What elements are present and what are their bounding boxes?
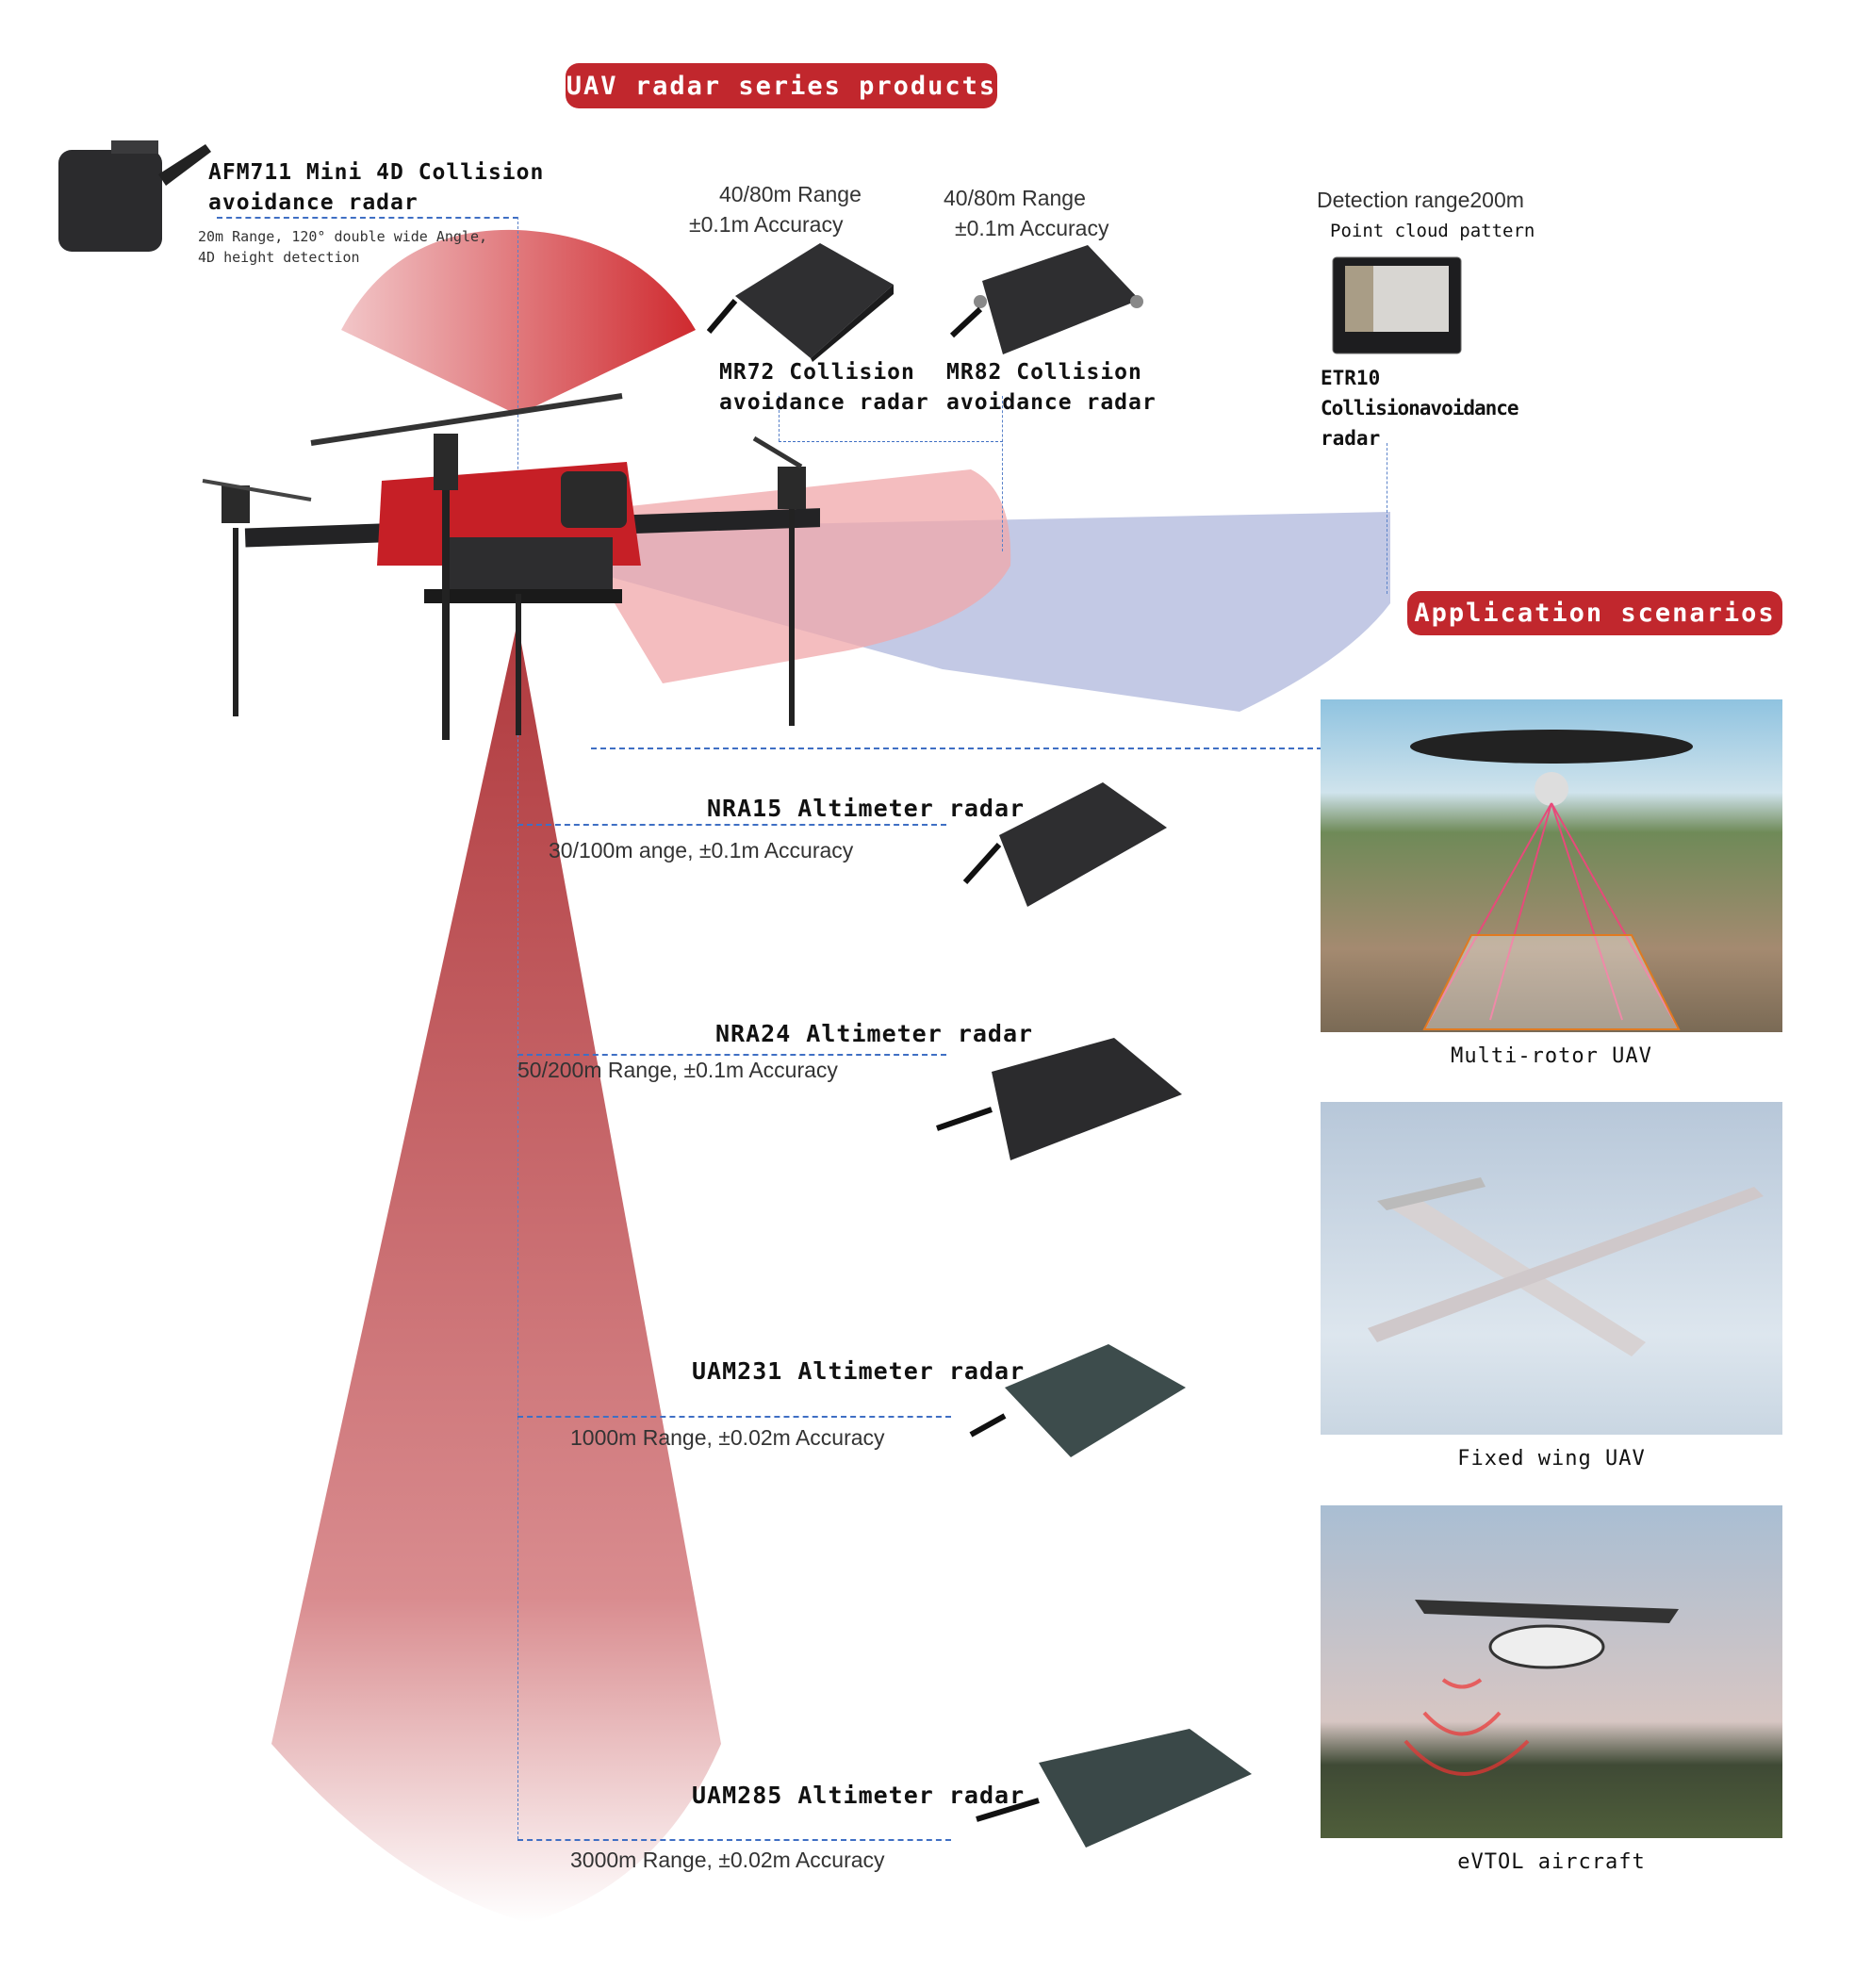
uam231-spec: 1000m Range, ±0.02m Accuracy <box>570 1425 885 1450</box>
mr82-range: 40/80m Range <box>944 186 1086 210</box>
series-title-banner: UAV radar series products <box>566 63 997 108</box>
multi-rotor-caption: Multi-rotor UAV <box>1451 1044 1652 1068</box>
uam285-spec: 3000m Range, ±0.02m Accuracy <box>570 1848 885 1872</box>
afm711-name-2: avoidance radar <box>208 190 419 215</box>
etr10-range: Detection range200m <box>1317 188 1524 212</box>
uam231-radar-image <box>969 1344 1186 1457</box>
nra24-name: NRA24 Altimeter radar <box>715 1020 1034 1047</box>
downward-beam <box>271 622 721 1923</box>
nra24-spec: 50/200m Range, ±0.1m Accuracy <box>517 1058 838 1082</box>
scenario-leader-line <box>591 748 1388 749</box>
mr72-leader <box>779 396 780 441</box>
nra15-name: NRA15 Altimeter radar <box>707 795 1026 822</box>
mr72-radar-image <box>707 243 894 362</box>
nra15-spec: 30/100m ange, ±0.1m Accuracy <box>549 838 854 863</box>
evtol-caption: eVTOL aircraft <box>1457 1850 1646 1874</box>
fixed-wing-caption: Fixed wing UAV <box>1457 1447 1646 1470</box>
multi-rotor-uav-photo <box>1321 699 1782 1032</box>
drone-image <box>202 393 820 740</box>
mr82-name: MR82 Collision <box>946 360 1142 385</box>
evtol-aircraft-photo <box>1321 1505 1782 1838</box>
mr82-leader <box>1002 396 1003 551</box>
uam231-leader-line <box>517 1416 951 1418</box>
etr10-name-2: Collisionavoidance <box>1321 397 1519 419</box>
mr72-name-2: avoidance radar <box>719 390 929 415</box>
etr10-pattern: Point cloud pattern <box>1330 221 1535 241</box>
uam285-radar-image <box>976 1729 1252 1848</box>
mr72-name: MR72 Collision <box>719 360 915 385</box>
scenarios-title-banner: Application scenarios <box>1407 591 1782 635</box>
mr72-accuracy: ±0.1m Accuracy <box>689 212 844 237</box>
mr72-range: 40/80m Range <box>719 182 862 206</box>
mr82-radar-image <box>949 245 1143 354</box>
drone-center-guide <box>517 217 518 1839</box>
uam231-name: UAM231 Altimeter radar <box>692 1357 1026 1385</box>
afm711-spec: 20m Range, 120° double wide Angle, <box>198 228 488 245</box>
uam285-leader-line <box>517 1839 951 1841</box>
nra15-radar-image <box>962 782 1167 907</box>
mr-leader-line <box>779 441 1003 442</box>
afm711-radar-image <box>58 140 211 252</box>
nra15-leader-line <box>517 824 946 826</box>
etr10-name: ETR10 <box>1321 367 1381 389</box>
nra24-radar-image <box>936 1038 1182 1160</box>
afm711-leader-line <box>217 217 518 219</box>
etr10-name-3: radar <box>1321 427 1381 450</box>
fixed-wing-uav-photo <box>1321 1102 1782 1435</box>
etr10-radar-image <box>1332 256 1462 354</box>
upward-beam-fan <box>341 229 696 415</box>
nra24-leader-line <box>517 1054 946 1056</box>
mr82-accuracy: ±0.1m Accuracy <box>955 216 1109 240</box>
afm711-name: AFM711 Mini 4D Collision <box>208 160 545 185</box>
mr82-name-2: avoidance radar <box>946 390 1157 415</box>
uam285-name: UAM285 Altimeter radar <box>692 1782 1026 1809</box>
afm711-spec-2: 4D height detection <box>198 249 360 266</box>
